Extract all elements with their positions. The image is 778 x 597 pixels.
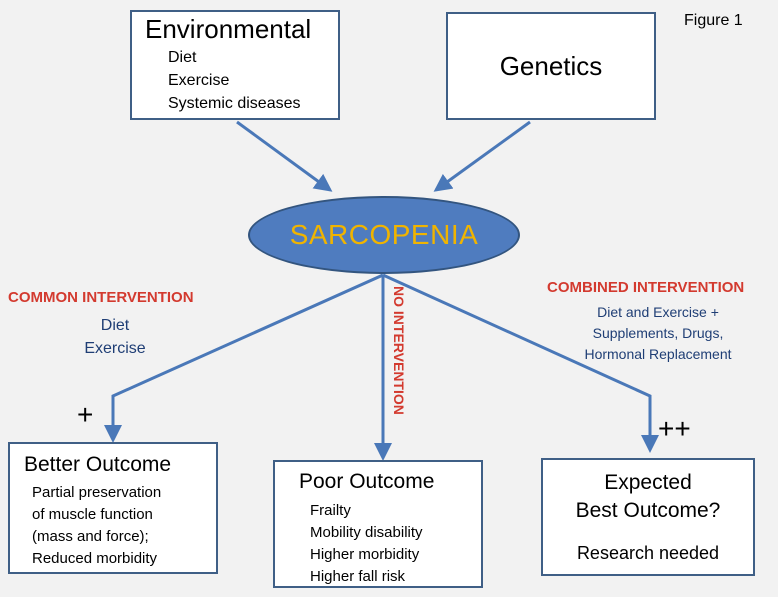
better-outcome-item: (mass and force); — [32, 528, 149, 545]
better-outcome-item: of muscle function — [32, 506, 153, 523]
double-plus-sign: ++ — [658, 413, 691, 444]
environmental-factor-exercise: Exercise — [168, 72, 230, 89]
common-intervention-heading: COMMON INTERVENTION — [8, 289, 194, 306]
combined-intervention-item-supplements-drugs: Supplements, Drugs, — [592, 325, 724, 341]
environmental-title: Environmental — [145, 14, 312, 44]
poor-outcome-item-frailty: Frailty — [310, 502, 351, 519]
best-outcome-box: Expected Best Outcome? Research needed — [541, 458, 755, 576]
combined-intervention-item-hormonal-replacement: Hormonal Replacement — [584, 346, 732, 362]
environmental-factor-systemic-diseases: Systemic diseases — [168, 95, 301, 112]
common-intervention-item-diet: Diet — [100, 317, 130, 334]
genetics-title: Genetics — [499, 51, 603, 81]
sarcopenia-ellipse — [248, 196, 520, 274]
poor-outcome-item-higher-morbidity: Higher morbidity — [310, 546, 420, 563]
sarcopenia-label: SARCOPENIA — [289, 219, 479, 250]
best-outcome-note: Research needed — [576, 543, 720, 563]
combined-intervention-item-diet-exercise: Diet and Exercise + — [597, 304, 719, 320]
better-outcome-title: Better Outcome — [24, 453, 172, 476]
common-intervention-item-exercise: Exercise — [84, 340, 146, 357]
environmental-factor-diet: Diet — [168, 49, 197, 66]
best-outcome-title-line2: Best Outcome? — [575, 499, 721, 522]
figure-label: Figure 1 — [684, 12, 743, 29]
environmental-box: Environmental Diet Exercise Systemic dis… — [130, 10, 340, 120]
environmental-factors: Diet Exercise Systemic diseases — [168, 46, 301, 115]
common-intervention-items: Diet Exercise — [35, 314, 195, 360]
combined-intervention-items: Diet and Exercise + Supplements, Drugs, … — [553, 302, 763, 365]
poor-outcome-items: Frailty Mobility disability Higher morbi… — [310, 500, 423, 588]
best-outcome-title-line1: Expected — [604, 471, 692, 494]
combined-intervention-heading: COMBINED INTERVENTION — [547, 279, 745, 296]
better-outcome-item: Reduced morbidity — [32, 550, 158, 567]
poor-outcome-box: Poor Outcome Frailty Mobility disability… — [273, 460, 483, 588]
better-outcome-box: Better Outcome Partial preservation of m… — [8, 442, 218, 574]
plus-sign: + — [77, 399, 94, 430]
better-outcome-item: Partial preservation — [32, 484, 162, 501]
arrow-environmental-to-sarcopenia — [236, 120, 333, 192]
genetics-box: Genetics — [446, 12, 656, 120]
poor-outcome-title: Poor Outcome — [299, 470, 435, 493]
better-outcome-items: Partial preservation of muscle function … — [32, 482, 161, 570]
arrow-genetics-to-sarcopenia — [433, 120, 531, 192]
poor-outcome-item-mobility-disability: Mobility disability — [310, 524, 423, 541]
no-intervention-heading: NO INTERVENTION — [391, 286, 407, 415]
poor-outcome-item-higher-fall-risk: Higher fall risk — [310, 568, 406, 585]
